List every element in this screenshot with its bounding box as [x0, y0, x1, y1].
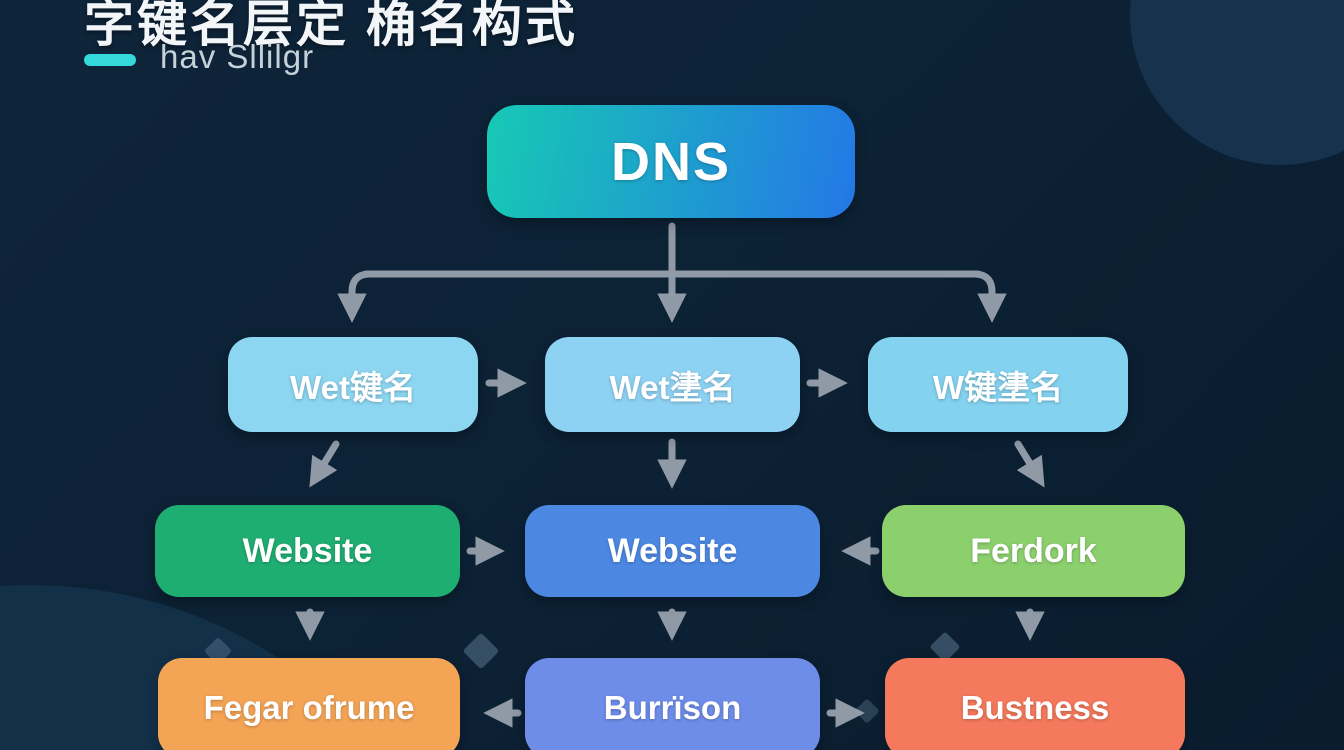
node-level3-right: Ferdork: [882, 505, 1185, 597]
page-subtitle: hav Sllilgr: [160, 38, 315, 75]
node-level4-middle: Burrïson: [525, 658, 820, 750]
node-level3-left: Website: [155, 505, 460, 597]
arrow-dns-to-level2-left: [337, 270, 374, 323]
node-level4-right: Bustness: [885, 658, 1185, 750]
node-level3-middle: Website: [525, 505, 820, 597]
arrow-dns-to-level2-right: [970, 270, 1007, 323]
node-level4-left: Fegar ofrume: [158, 658, 460, 750]
node-dns-root: DNS: [487, 105, 855, 218]
node-level2-left: Wet键名: [228, 337, 478, 432]
page-title: 字键名层定 桷名构式: [84, 0, 578, 52]
node-level2-right: W键堻名: [868, 337, 1128, 432]
node-level2-middle: Wet堻名: [545, 337, 800, 432]
arrow-l2c-to-l3c: [1014, 440, 1045, 488]
arrow-l2a-to-l3a: [309, 440, 340, 488]
accent-dash: [84, 54, 136, 66]
